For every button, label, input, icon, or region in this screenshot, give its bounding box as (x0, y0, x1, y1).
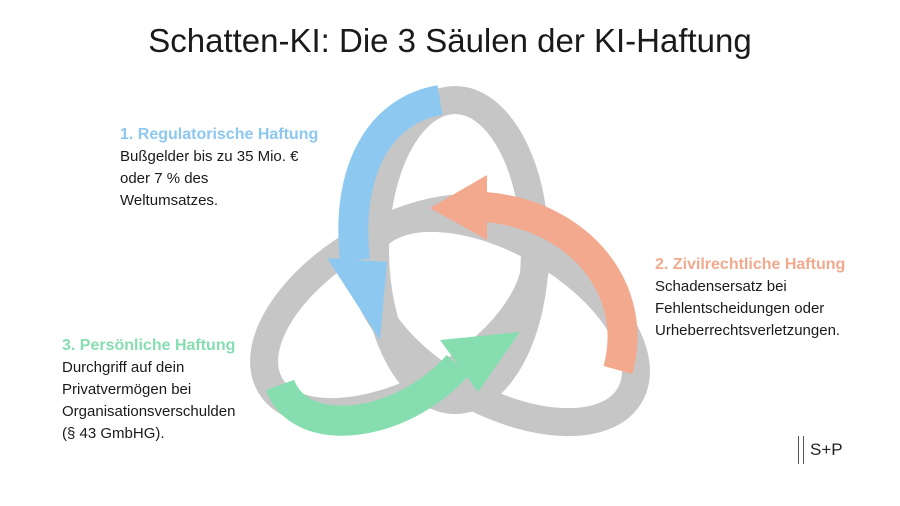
arrow-personal-head (440, 332, 520, 392)
logo-text: S+P (810, 440, 843, 459)
pillar-text-line: Weltumsatzes. (120, 192, 219, 209)
pillar-text-line: Privatvermögen bei (62, 381, 192, 398)
pillar-text-line: Organisationsverschulden (62, 403, 236, 420)
ring-loop-right (350, 203, 650, 437)
arrow-personal (265, 332, 520, 436)
arrow-personal-shaft (265, 354, 470, 436)
pillar-heading: 2. Zivilrechtliche Haftung (655, 256, 846, 273)
pillar-heading: 1. Regulatorische Haftung (120, 126, 319, 143)
pillar-personal: 3. Persönliche Haftung Durchgriff auf de… (62, 335, 235, 445)
arrow-regulatory-head (327, 258, 387, 340)
pillar-heading: 3. Persönliche Haftung (62, 337, 236, 354)
pillar-regulatory: 1. Regulatorische Haftung Bußgelder bis … (120, 124, 318, 212)
pillar-text-line: Durchgriff auf dein (62, 359, 185, 376)
arrow-civil (430, 175, 638, 374)
arrow-civil-head (430, 175, 487, 240)
pillar-text-line: (§ 43 GmbHG). (62, 425, 165, 442)
pillar-text-line: Bußgelder bis zu 35 Mio. € (120, 148, 299, 165)
pillar-civil: 2. Zivilrechtliche Haftung Schadensersat… (655, 254, 845, 342)
pillar-text-line: Schadensersatz bei (655, 278, 787, 295)
arrow-regulatory (327, 85, 444, 340)
company-logo: S+P (798, 436, 843, 464)
pillar-text-line: Urheberrechtsverletzungen. (655, 322, 841, 339)
page-title: Schatten-KI: Die 3 Säulen der KI-Haftung (148, 22, 752, 59)
pillar-text-line: oder 7 % des (120, 170, 209, 187)
arrow-civil-shaft (483, 192, 638, 374)
arrow-regulatory-shaft (338, 85, 444, 262)
pillar-text-line: Fehlentscheidungen oder (655, 300, 825, 317)
logo-bars (798, 436, 804, 464)
